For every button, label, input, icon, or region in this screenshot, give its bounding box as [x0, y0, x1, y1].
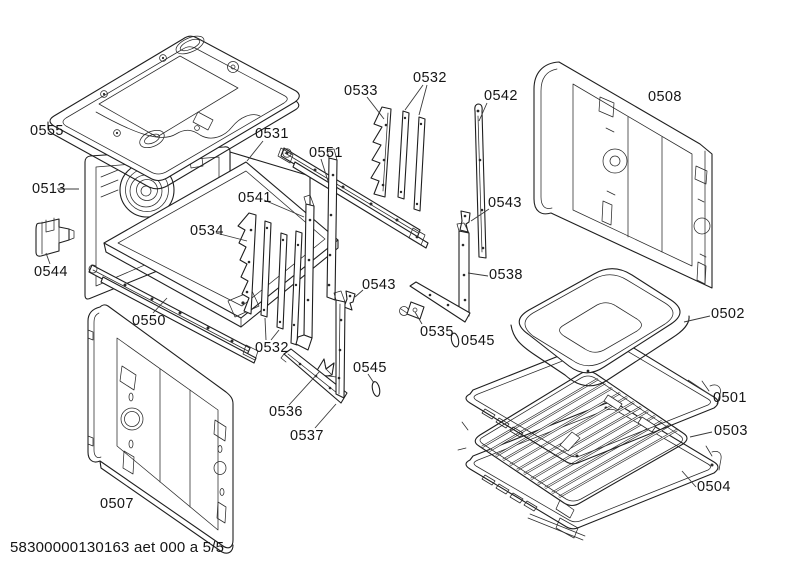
- part-0533-shelf-support: [370, 106, 392, 198]
- leader-line-0536: [288, 370, 321, 406]
- part-label-0532a: 0532: [413, 70, 447, 86]
- part-0543-clip-lower: [343, 290, 356, 311]
- part-0543-clip-upper: [459, 210, 471, 233]
- leader-line-0542: [478, 102, 488, 122]
- part-label-0536: 0536: [269, 404, 303, 420]
- leader-line-0532a: [418, 84, 428, 116]
- part-0542-rail: [474, 103, 487, 259]
- leader-line-0535: [414, 311, 423, 325]
- part-0537-l-bracket: [280, 290, 348, 404]
- leader-line-0537: [314, 403, 337, 429]
- document-number: 58300000130163 aet 000 a 5/5: [10, 539, 225, 556]
- part-label-0535: 0535: [420, 324, 454, 340]
- part-label-0531: 0531: [255, 126, 289, 142]
- part-label-0532b: 0532: [255, 340, 289, 356]
- part-label-0543b: 0543: [362, 277, 396, 293]
- part-label-0502: 0502: [711, 306, 745, 322]
- leader-line-0544: [45, 252, 51, 265]
- leader-line-0501: [687, 379, 713, 397]
- leader-line-0532b: [270, 329, 280, 341]
- leader-line-0533: [366, 96, 385, 120]
- part-0551-rail: [277, 147, 429, 249]
- part-0555-top-cover: [47, 35, 300, 190]
- leader-line-0532b: [264, 317, 267, 341]
- part-label-0544: 0544: [34, 264, 68, 280]
- leader-line-0502: [683, 315, 711, 323]
- part-0532-strips-lower: [260, 220, 303, 346]
- part-label-0545b: 0545: [353, 360, 387, 376]
- part-0508-side-panel: [533, 61, 713, 289]
- part-label-0507: 0507: [100, 496, 134, 512]
- leader-line-0532a: [404, 84, 424, 111]
- part-label-0543a: 0543: [488, 195, 522, 211]
- part-label-0550: 0550: [132, 313, 166, 329]
- part-label-0551: 0551: [309, 145, 343, 161]
- leader-line-0538: [467, 272, 489, 277]
- part-0501-baking-sheet: [465, 336, 721, 465]
- leader-line-0543b: [354, 289, 364, 298]
- part-0541-mounting-rails: [295, 148, 338, 351]
- part-label-0555: 0555: [30, 123, 64, 139]
- part-0532-strips-upper: [397, 110, 426, 212]
- part-label-0501: 0501: [713, 390, 747, 406]
- part-0544-bracket: [35, 217, 75, 257]
- part-0503-wire-rack: [457, 370, 688, 519]
- part-0535-bracket-screw: [399, 301, 425, 320]
- part-0536-clamp: [313, 358, 337, 378]
- fan-coil: [119, 162, 175, 218]
- part-0534-shelf-support: [237, 212, 257, 315]
- part-0507-side-panel: [87, 304, 234, 554]
- part-label-0541: 0541: [238, 190, 272, 206]
- leader-line-0531: [246, 140, 264, 162]
- part-0531-cavity-floor: [103, 161, 339, 328]
- leader-line-0503: [689, 431, 713, 438]
- part-label-0534: 0534: [190, 223, 224, 239]
- part-label-0508: 0508: [648, 89, 682, 105]
- leader-line-0551: [320, 158, 329, 182]
- part-0550-rail: [88, 264, 259, 364]
- part-0538-hinge-rail: [409, 222, 471, 323]
- leader-line-0504: [681, 470, 697, 488]
- part-label-0537: 0537: [290, 428, 324, 444]
- part-label-0513: 0513: [32, 181, 66, 197]
- part-0513-back-panel: [84, 146, 311, 300]
- part-0502-grill-pan: [510, 268, 690, 387]
- part-label-0503: 0503: [714, 423, 748, 439]
- leader-line-0541: [263, 199, 305, 218]
- part-label-0504: 0504: [697, 479, 731, 495]
- part-label-0542: 0542: [484, 88, 518, 104]
- leader-line-0550: [152, 297, 168, 314]
- leader-line-0534: [215, 232, 248, 242]
- part-0545-grommets: [371, 332, 460, 397]
- leader-line-0545b: [367, 373, 375, 384]
- part-label-0538: 0538: [489, 267, 523, 283]
- leader-line-0543a: [470, 208, 490, 222]
- part-label-0533: 0533: [344, 83, 378, 99]
- part-0504-baking-sheet: [465, 402, 722, 541]
- part-label-0545a: 0545: [461, 333, 495, 349]
